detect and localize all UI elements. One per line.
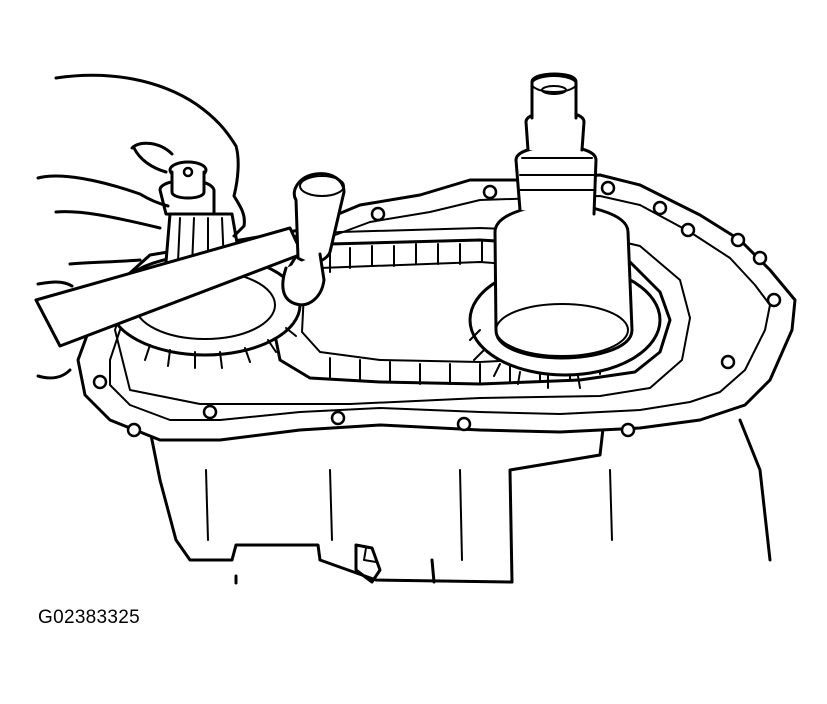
hands (36, 73, 246, 380)
bolt-hole (126, 422, 142, 438)
case-housing (148, 418, 772, 585)
bolt-hole (730, 232, 746, 248)
bolt-hole (652, 200, 668, 216)
bolt-hole (620, 422, 636, 438)
output-shaft (493, 72, 634, 360)
bolt-hole (482, 184, 498, 200)
bolt-hole (766, 292, 782, 308)
bolt-hole (720, 354, 736, 370)
hammer (34, 172, 346, 348)
bolt-hole (370, 206, 386, 222)
bolt-hole (202, 404, 218, 420)
bolt-hole (752, 250, 768, 266)
bolt-hole (330, 410, 346, 426)
bolt-hole (600, 180, 616, 196)
transfer-case-illustration (34, 72, 797, 585)
figure-code: G02383325 (38, 607, 141, 628)
bolt-hole (92, 374, 108, 390)
bolt-hole (680, 222, 696, 238)
bolt-hole (456, 416, 472, 432)
